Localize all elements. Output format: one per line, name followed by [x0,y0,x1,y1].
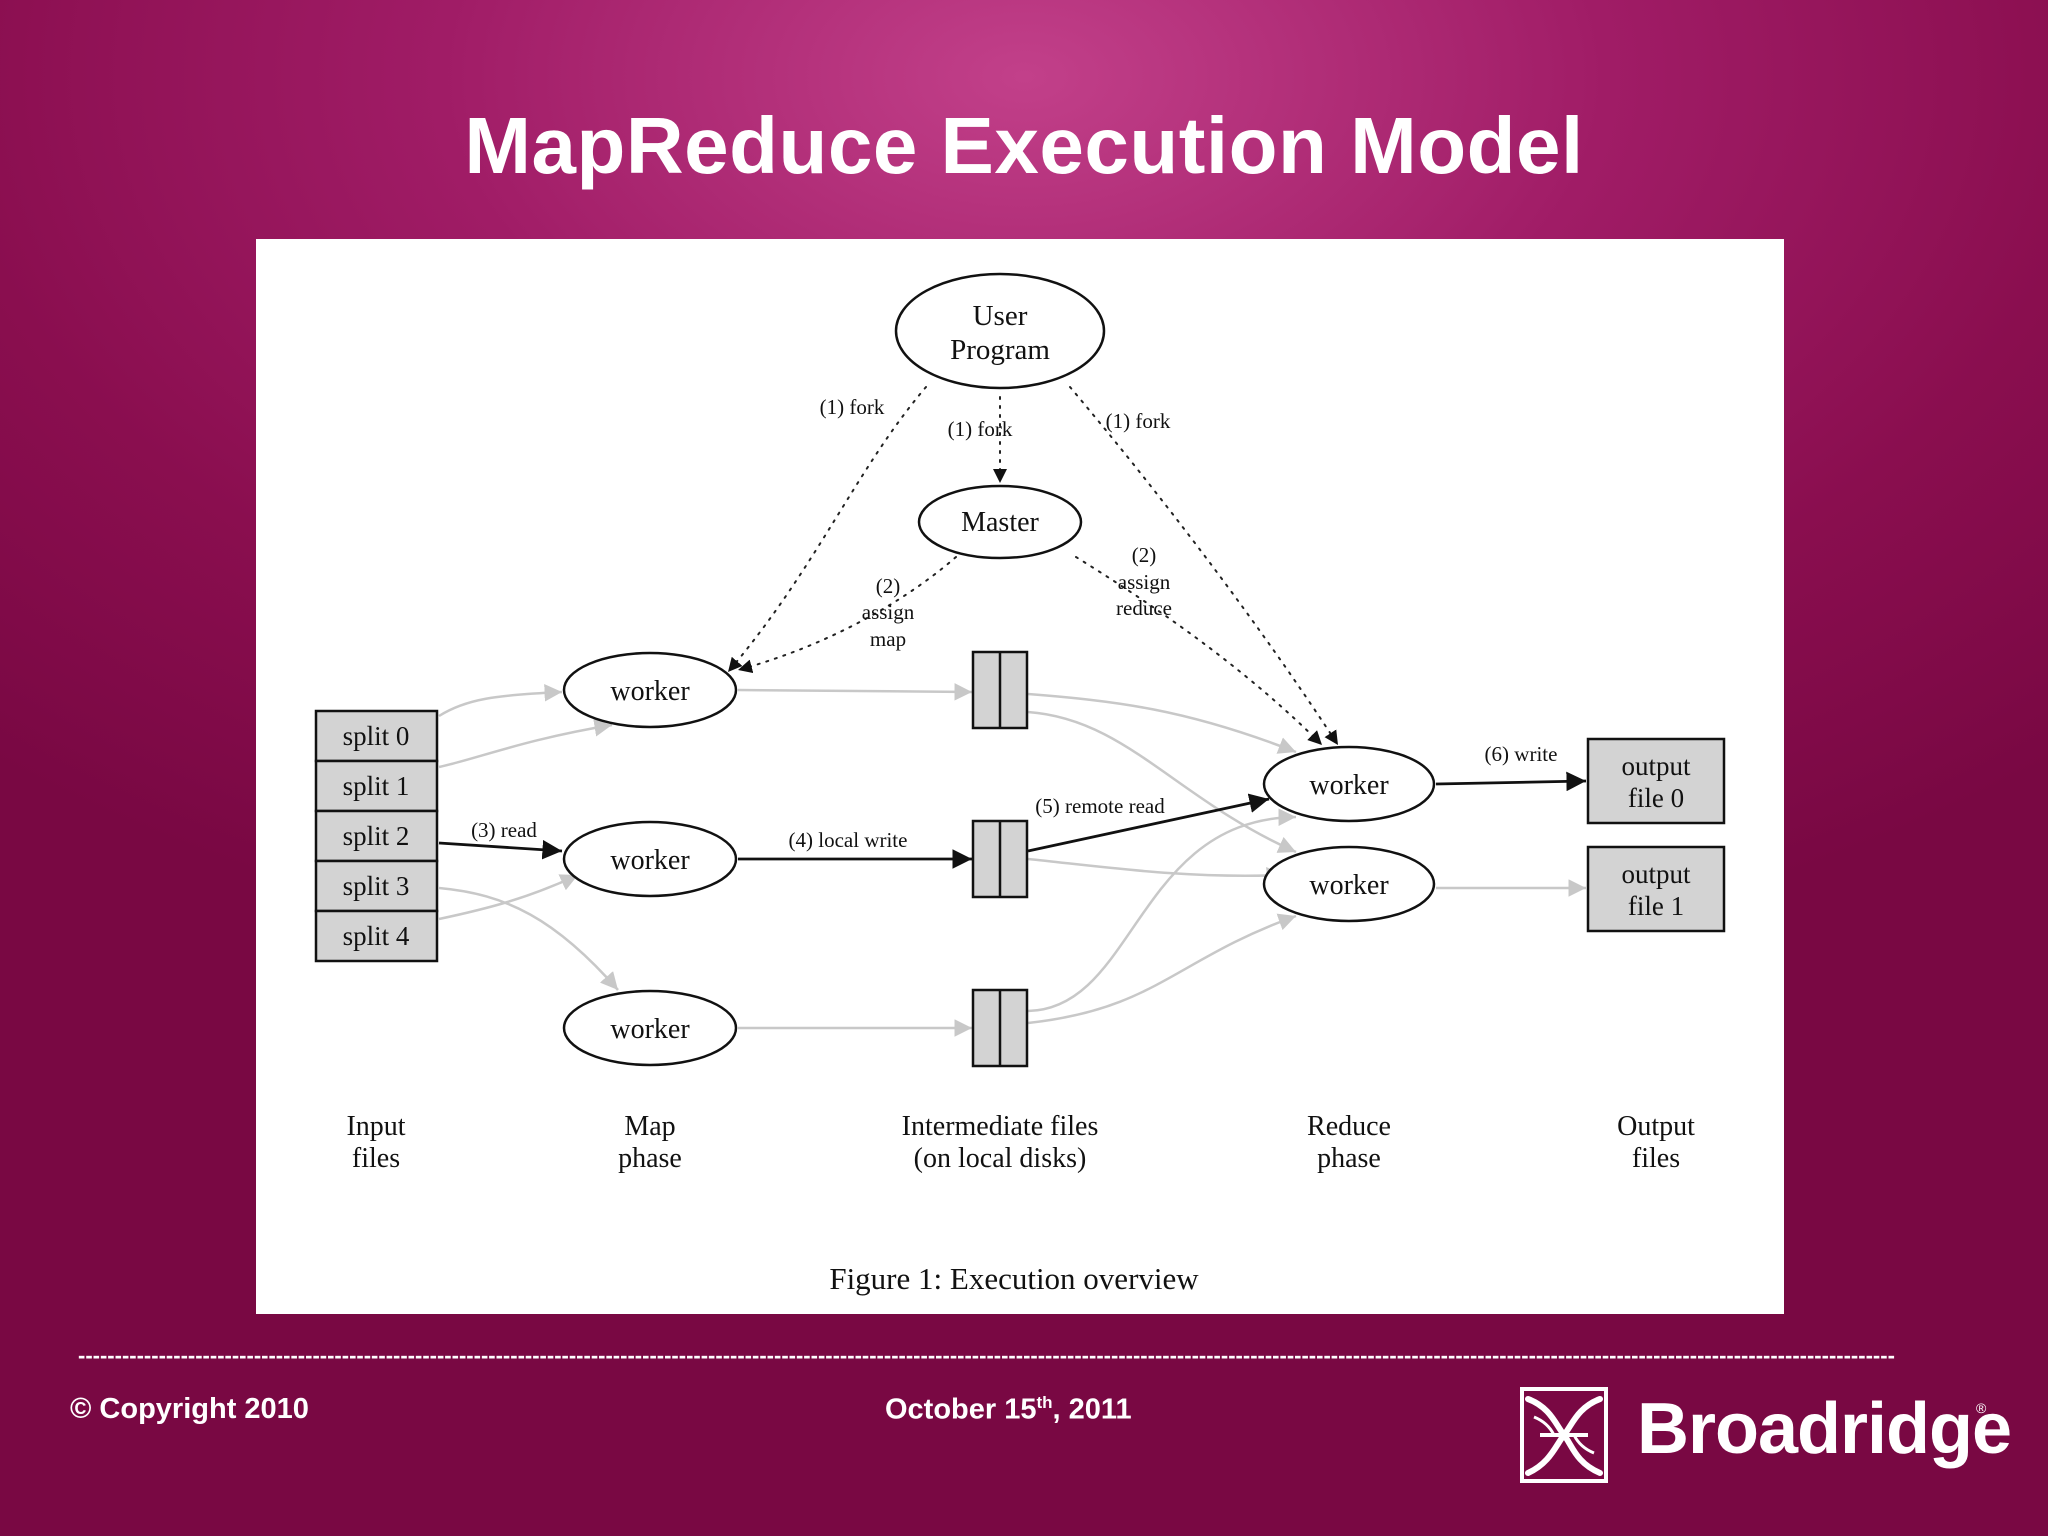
output-file-0-line1: output [1621,751,1691,781]
map-worker-2: worker [562,820,738,898]
diagram-figure: User Program Master worker worker worker… [256,239,1784,1314]
date-suffix-sup: th [1036,1393,1053,1412]
assign-reduce-arrow [1075,556,1323,746]
map-worker-3: worker [562,989,738,1067]
reduce-worker-1-label: worker [1309,770,1389,801]
read-label: (3) read [471,818,537,842]
arrow-worker1-inter1 [737,683,973,701]
arrow-split0-worker1 [438,684,563,718]
reduce-worker-2: worker [1262,845,1436,923]
arrow-inter2-reduce2 [1027,857,1285,885]
caption-reduce-1: Reduce [1307,1111,1391,1142]
intermediate-file-1 [971,650,1029,730]
footer-divider: ----------------------------------------… [78,1350,1974,1362]
arrow-inter1-reduce2 [1027,710,1297,854]
copyright-text: © Copyright 2010 [70,1393,309,1425]
slide-title: MapReduce Execution Model [464,101,1584,190]
write-label: (6) write [1485,742,1558,766]
mapreduce-diagram: User Program Master worker worker worker… [314,272,1726,1296]
remote-read-label: (5) remote read [1035,794,1165,818]
input-splits: split 0 split 1 split 2 split 3 split 4 [314,709,439,963]
intermediate-file-2 [971,819,1029,899]
figure-caption: Figure 1: Execution overview [829,1261,1199,1296]
fork-left-arrow [727,386,927,673]
reduce-worker-2-label: worker [1309,870,1389,901]
output-file-1: output file 1 [1586,845,1726,933]
caption-intermediate-2: (on local disks) [914,1143,1087,1174]
map-worker-2-label: worker [610,845,690,876]
write-arrow [1435,771,1587,792]
fork-left-label: (1) fork [820,395,885,419]
read-arrow [438,839,563,860]
master-label: Master [961,507,1039,538]
date-text: October 15th, 2011 [885,1393,1132,1427]
intermediate-file-3 [971,988,1029,1068]
date-year: , 2011 [1052,1393,1132,1426]
caption-input-2: files [352,1143,400,1174]
user-program-line2: Program [950,334,1050,366]
caption-output-1: Output [1617,1111,1695,1142]
caption-map-1: Map [624,1111,675,1142]
caption-intermediate-1: Intermediate files [902,1111,1099,1142]
fork-right-arrow [1069,386,1339,746]
caption-reduce-2: phase [1317,1143,1381,1174]
arrow-split3-worker3 [438,886,619,991]
assign-map-arrow [737,556,957,674]
master-node: Master [917,484,1083,560]
column-captions: Input files Map phase Intermediate files… [346,1111,1695,1174]
caption-output-2: files [1632,1143,1680,1174]
arrow-split4-worker2 [438,873,579,921]
assign-map-label-1: (2) [876,574,901,598]
remote-read-arrow [1027,793,1270,853]
assign-reduce-label-3: reduce [1116,596,1172,620]
arrow-inter3-reduce2 [1027,913,1297,1025]
caption-map-2: phase [618,1143,682,1174]
split-0: split 0 [343,721,410,751]
map-worker-3-label: worker [610,1014,690,1045]
arrow-inter3-reduce1 [1027,808,1297,1013]
output-file-1-line2: file 1 [1628,891,1684,921]
fork-center-label: (1) fork [948,417,1013,441]
assign-map-label-3: map [870,627,906,651]
assign-reduce-label-1: (2) [1132,543,1157,567]
split-3: split 3 [343,871,410,901]
reduce-worker-1: worker [1262,745,1436,823]
split-4: split 4 [343,921,410,951]
output-file-0-line2: file 0 [1628,783,1684,813]
output-file-0: output file 0 [1586,737,1726,825]
black-arrows [438,771,1587,869]
arrow-split1-worker1 [438,719,613,769]
gray-arrows [438,683,1586,1037]
broadridge-logo-text: Broadridge [1637,1389,2012,1469]
edge-labels: (1) fork (1) fork (1) fork (2) assign ma… [471,395,1557,852]
caption-input-1: Input [346,1111,405,1142]
map-worker-1-label: worker [610,676,690,707]
map-worker-1: worker [562,651,738,729]
user-program-line1: User [973,300,1028,332]
split-2: split 2 [343,821,410,851]
registered-mark: ® [1976,1400,1987,1416]
output-file-1-line1: output [1621,859,1691,889]
fork-right-label: (1) fork [1106,409,1171,433]
local-write-label: (4) local write [789,828,908,852]
date-prefix: October 15 [885,1393,1037,1426]
arrow-inter1-reduce1 [1027,692,1297,754]
user-program-node: User Program [894,272,1106,390]
assign-map-label-2: assign [862,600,915,624]
split-1: split 1 [343,771,410,801]
broadridge-logo-icon [1520,1387,1608,1483]
dotted-arrows [727,386,1339,746]
assign-reduce-label-2: assign [1118,570,1171,594]
